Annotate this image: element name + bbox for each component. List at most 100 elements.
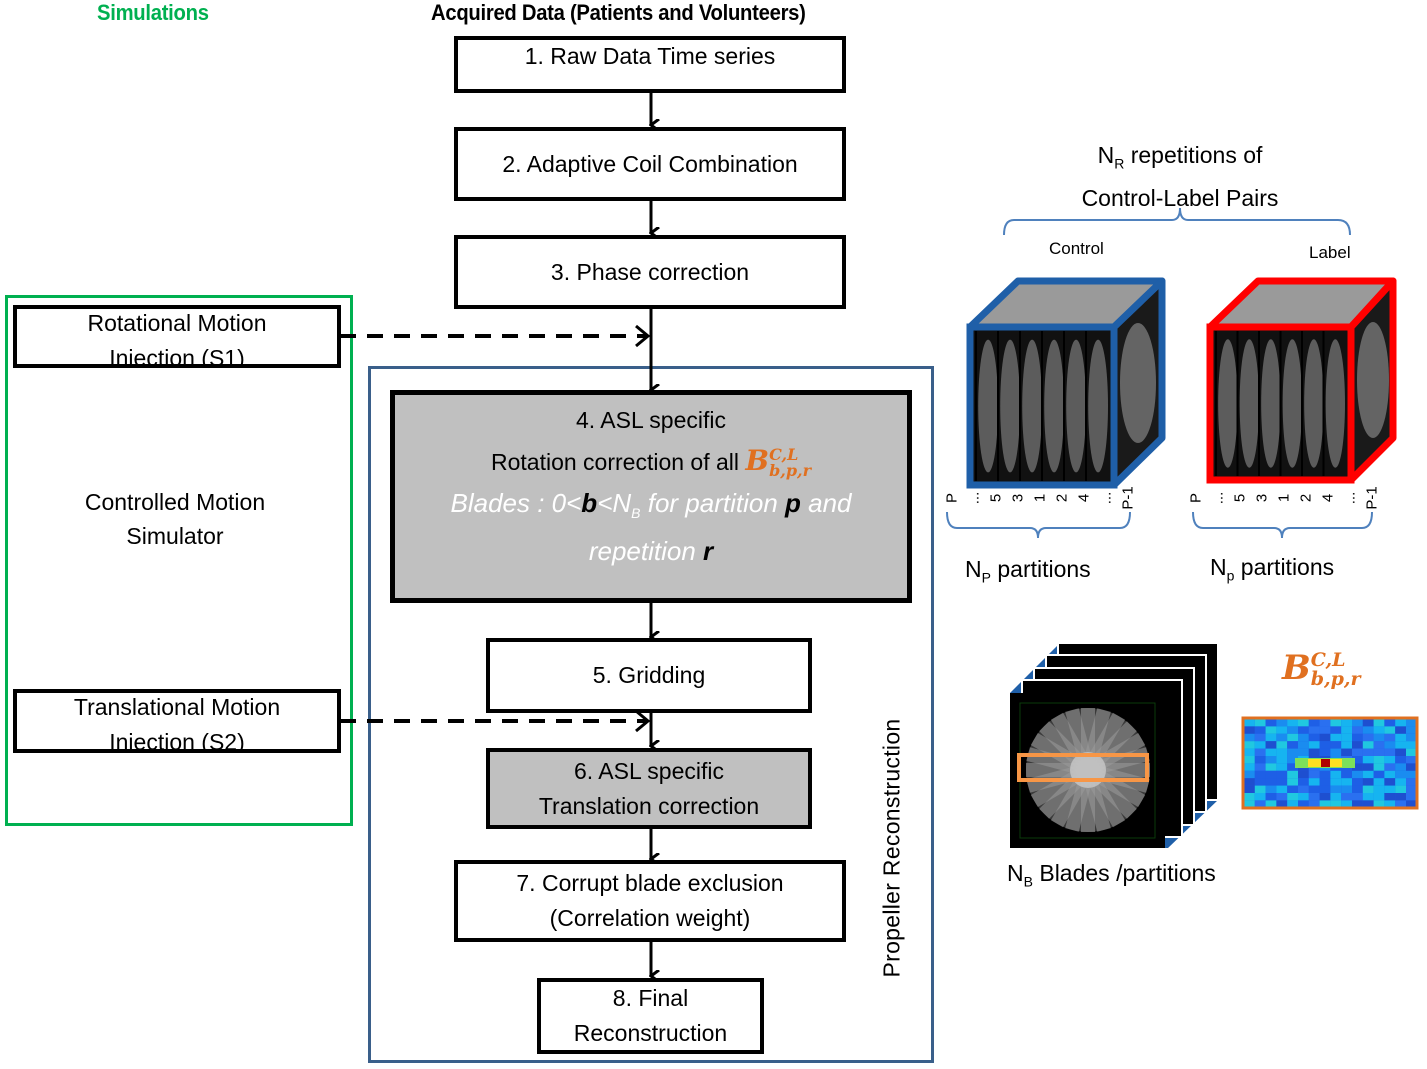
heatmap-cell	[1373, 741, 1385, 749]
heatmap-cell	[1265, 741, 1277, 749]
step-3-phase-correction-box[interactable]: 3. Phase correction	[454, 235, 846, 309]
partition-tick: ...	[1097, 491, 1115, 505]
heatmap-cell	[1244, 778, 1255, 786]
heatmap-cell	[1265, 756, 1277, 764]
heatmap-cell	[1298, 770, 1309, 779]
partition-tick: ...	[1341, 491, 1359, 505]
heatmap-cell	[1298, 778, 1309, 786]
partition-tick: 2	[1053, 493, 1071, 503]
heatmap-cell	[1395, 756, 1406, 764]
heatmap-cell	[1298, 726, 1309, 734]
heatmap-cell	[1265, 719, 1277, 727]
heatmap-cell	[1395, 748, 1406, 756]
heatmap-cell	[1298, 741, 1309, 749]
step-1-label: 1. Raw Data Time series	[524, 43, 776, 69]
step-4-rotation-correction-box[interactable]: 4. ASL specific Rotation correction of a…	[390, 390, 912, 603]
heatmap-cell	[1298, 733, 1309, 742]
heatmap-cell	[1265, 793, 1277, 801]
heatmap-cell	[1308, 785, 1320, 793]
partition-slice	[1218, 339, 1238, 468]
heatmap-cell	[1308, 726, 1320, 734]
heatmap-cell	[1298, 719, 1309, 727]
heatmap-cell	[1384, 733, 1396, 742]
heatmap-cell	[1384, 770, 1396, 779]
heatmap-cell	[1362, 785, 1374, 793]
heatmap-cell	[1319, 748, 1331, 756]
heatmap-cell	[1395, 733, 1406, 742]
heatmap-cell	[1362, 726, 1374, 734]
heatmap-cell	[1406, 785, 1417, 793]
heatmap-cell	[1287, 726, 1298, 734]
heatmap-cell	[1406, 748, 1417, 756]
heatmap-cell	[1254, 778, 1266, 786]
heatmap-cell	[1330, 726, 1342, 734]
step-1-raw-data-box[interactable]: 1. Raw Data Time series	[454, 36, 846, 93]
heatmap-cell	[1254, 785, 1266, 793]
heatmap-cell	[1373, 726, 1385, 734]
heatmap-cell	[1276, 741, 1288, 749]
heatmap-cell	[1406, 778, 1417, 786]
heatmap-cell	[1352, 741, 1363, 749]
step-6-translation-correction-box[interactable]: 6. ASL specific Translation correction	[486, 748, 812, 829]
partition-slice	[1261, 339, 1281, 468]
heatmap-cell	[1254, 800, 1266, 808]
step-3-label: 3. Phase correction	[550, 258, 750, 285]
heatmap-cell	[1330, 800, 1342, 808]
heatmap-cell	[1395, 741, 1406, 749]
heatmap-cell	[1287, 733, 1298, 742]
heatmap-cell	[1373, 770, 1385, 779]
partition-slice	[1325, 339, 1345, 468]
blade-kspace-heatmap	[1241, 716, 1419, 810]
heatmap-cell	[1308, 770, 1320, 779]
blades-stack	[1010, 642, 1219, 848]
heatmap-cell	[1352, 748, 1363, 756]
simulations-header: Simulations	[97, 0, 209, 25]
heatmap-cell	[1319, 800, 1331, 808]
s1-line2: Injection (S1)	[109, 345, 245, 368]
step-5-gridding-box[interactable]: 5. Gridding	[486, 638, 812, 713]
heatmap-cell	[1287, 748, 1298, 756]
step-7-line2: (Correlation weight)	[549, 905, 751, 931]
heatmap-cell	[1395, 770, 1406, 779]
step-7-blade-exclusion-box[interactable]: 7. Corrupt blade exclusion (Correlation …	[454, 860, 846, 942]
heatmap-cell	[1276, 793, 1288, 801]
heatmap-cell	[1276, 763, 1288, 771]
heatmap-cell	[1330, 793, 1342, 801]
heatmap-cell	[1276, 800, 1288, 808]
translational-motion-injection-box[interactable]: Translational Motion Injection (S2)	[13, 689, 341, 753]
heatmap-cell	[1287, 719, 1298, 727]
partition-tick: 2	[1297, 493, 1315, 503]
heatmap-cell	[1373, 785, 1385, 793]
heatmap-cell	[1330, 733, 1342, 742]
heatmap-cell	[1352, 800, 1363, 808]
heatmap-cell	[1265, 733, 1277, 742]
partition-tick: ...	[1209, 491, 1227, 505]
step-2-coil-combination-box[interactable]: 2. Adaptive Coil Combination	[454, 127, 846, 201]
heatmap-cell	[1276, 719, 1288, 727]
partition-tick: 3	[1009, 493, 1027, 503]
control-label: Control	[1049, 239, 1104, 258]
heatmap-cell	[1276, 756, 1288, 764]
heatmap-cell	[1384, 719, 1396, 727]
controlled-motion-simulator-label: Controlled Motion Simulator	[84, 489, 266, 549]
heatmap-cell	[1308, 778, 1320, 786]
heatmap-cell	[1330, 778, 1342, 786]
heatmap-cell	[1287, 763, 1298, 771]
step-5-label: 5. Gridding	[592, 662, 706, 688]
heatmap-cell	[1395, 719, 1406, 727]
heatmap-cell	[1384, 793, 1396, 801]
partition-tick: 1	[1275, 493, 1293, 503]
heatmap-cell	[1384, 741, 1396, 749]
partition-slice	[1088, 339, 1108, 473]
heatmap-cell	[1373, 719, 1385, 727]
heatmap-cell	[1298, 800, 1309, 808]
heatmap-cell	[1373, 756, 1385, 764]
heatmap-cell	[1298, 748, 1309, 756]
rotational-motion-injection-box[interactable]: Rotational Motion Injection (S1)	[13, 305, 341, 368]
heatmap-cell	[1308, 800, 1320, 808]
heatmap-cell	[1395, 763, 1406, 771]
step-8-final-reconstruction-box[interactable]: 8. Final Reconstruction	[537, 978, 764, 1054]
kspace-center-peak	[1321, 759, 1330, 767]
step-4-title: 4. ASL specific	[575, 407, 726, 433]
heatmap-cell	[1341, 733, 1352, 742]
